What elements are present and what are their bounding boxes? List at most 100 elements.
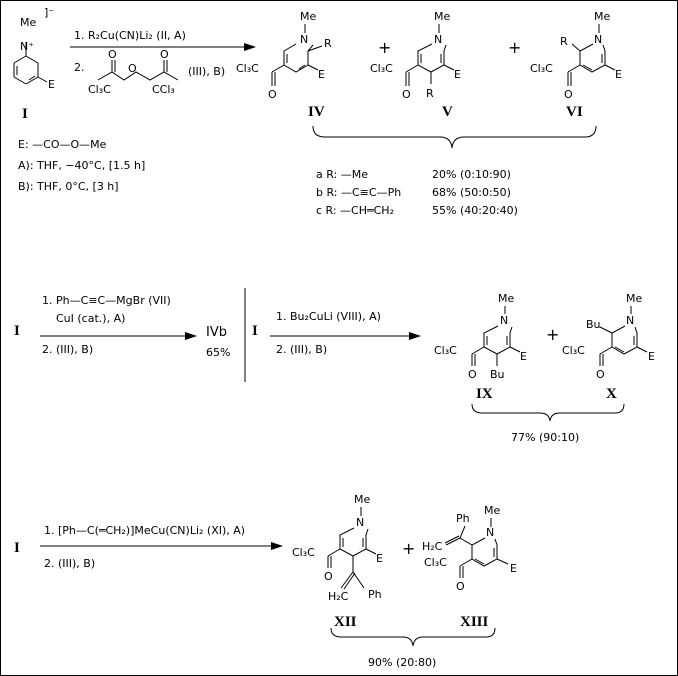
legend-e-definition: E: —CO—O—Me [18, 138, 107, 151]
legend-condition-b: B): THF, 0°C, [3 h] [18, 180, 119, 193]
carbonyl-oxygen: O [596, 368, 605, 381]
reaction2: I 1. Ph—C≡C—MgBr (VII) CuI (cat.), A) 2.… [14, 294, 230, 359]
carbonyl-oxygen: O [268, 88, 277, 101]
nitrogen-label: N [300, 33, 308, 46]
methyl-label: Me [434, 10, 450, 23]
trichloromethyl-label: Cl₃C [562, 344, 585, 357]
product-IX: Me N Bu E O Cl₃C IX [434, 292, 527, 402]
carbonyl-oxygen: O [402, 88, 411, 101]
nitrogen-label: N [486, 526, 494, 539]
reaction3-step2: 2. (III), B) [276, 343, 327, 356]
reaction3-conditions: I 1. Bu₂CuLi (VIII), A) 2. (III), B) [252, 310, 421, 356]
carbonyl-oxygen: O [456, 580, 465, 593]
substituent-r: R [324, 37, 332, 50]
result-yield: 55% (40:20:40) [432, 204, 518, 217]
reaction2-yield: 65% [206, 346, 230, 359]
reaction4-step2: 2. (III), B) [44, 557, 95, 570]
compound-label-IV: IV [308, 104, 325, 120]
compound-label-X: X [606, 386, 617, 402]
carbonyl-oxygen: O [564, 88, 573, 101]
butyl-label: Bu [490, 368, 505, 381]
product-brace [330, 627, 496, 647]
nitrogen-label: N [626, 314, 634, 327]
phenyl-label: Ph [368, 588, 382, 601]
compound-label-IX: IX [476, 386, 493, 402]
vinyl-label: H₂C [422, 540, 443, 553]
reaction1-step2-suffix: (III), B) [188, 65, 225, 78]
trichloromethyl-label: Cl₃C [434, 344, 457, 357]
methyl-label: Me [484, 504, 500, 517]
reaction1-conditions: 1. R₂Cu(CN)Li₂ (II, A) 2. O O O Cl₃C CCl… [70, 29, 256, 96]
reaction1-legend: E: —CO—O—Me A): THF, −40°C, [1.5 h] B): … [18, 138, 145, 193]
anhydride-oxygen-right: O [160, 48, 169, 61]
start-nitrogen-label: N⁺ [20, 40, 34, 53]
plus-sign: + [378, 38, 391, 57]
carbonyl-oxygen: O [324, 570, 333, 583]
trichloromethyl-label: Cl₃C [424, 556, 447, 569]
substituent-e: E [454, 68, 461, 81]
reaction4-conditions: I 1. [Ph—C(═CH₂)]MeCu(CN)Li₂ (XI), A) 2.… [14, 524, 283, 570]
product-XII: Me N E O Cl₃C H₂C Ph XII [292, 493, 383, 630]
nitrogen-label: N [434, 33, 442, 46]
compound-label-V: V [442, 104, 453, 120]
reaction3-start-I: I [252, 323, 258, 339]
product-V: Me N R E O Cl₃C V [370, 10, 461, 120]
compound-label-VI: VI [566, 104, 583, 120]
result-r: a R: —Me [316, 168, 368, 181]
reaction4-step1: 1. [Ph—C(═CH₂)]MeCu(CN)Li₂ (XI), A) [44, 524, 245, 537]
reaction2-catalyst: CuI (cat.), A) [56, 312, 125, 325]
trichloromethyl-label: Cl₃C [236, 62, 259, 75]
trichloromethyl-label: Cl₃C [292, 546, 315, 559]
butyl-label: Bu [586, 318, 601, 331]
product-VI: Me N R E O Cl₃C VI [530, 10, 622, 120]
reaction2-step1: 1. Ph—C≡C—MgBr (VII) [42, 294, 171, 307]
compound-label-XII: XII [334, 614, 357, 630]
substituent-r: R [426, 87, 434, 100]
phenyl-label: Ph [456, 512, 470, 525]
result-yield: 68% (50:0:50) [432, 186, 511, 199]
product-X: Me N Bu E O Cl₃C X [562, 292, 655, 402]
reaction4-yield: 90% (20:80) [368, 656, 436, 669]
result-yield: 20% (0:10:90) [432, 168, 511, 181]
substituent-r: R [560, 35, 568, 48]
trichloromethyl-label: Cl₃C [370, 62, 393, 75]
nitrogen-label: N [356, 516, 364, 529]
anhydride-left-group: Cl₃C [88, 83, 111, 96]
compound-label-XIII: XIII [460, 614, 489, 630]
reaction2-product: IVb [206, 325, 227, 340]
substituent-e: E [318, 68, 325, 81]
result-r: b R: —C≡C—Ph [316, 186, 401, 199]
legend-condition-a: A): THF, −40°C, [1.5 h] [18, 159, 145, 172]
product-XIII: Me N E O Cl₃C Ph H₂C XIII [422, 504, 517, 630]
trichloromethyl-label: Cl₃C [530, 62, 553, 75]
substituent-e: E [615, 68, 622, 81]
vinyl-label: H₂C [328, 590, 349, 603]
anhydride-bridge-oxygen: O [128, 62, 137, 75]
reaction2-step2: 2. (III), B) [42, 343, 93, 356]
substituent-e: E [520, 350, 527, 363]
product-IV: Me N R E O Cl₃C IV [236, 10, 332, 120]
product-brace [471, 403, 625, 422]
methyl-label: Me [354, 493, 370, 506]
substituent-e: E [648, 350, 655, 363]
product-brace [312, 125, 597, 149]
reaction1-results-table: a R: —Me 20% (0:10:90) b R: —C≡C—Ph 68% … [316, 168, 518, 217]
plus-sign: + [402, 539, 415, 558]
plus-sign: + [546, 325, 559, 344]
reaction2-start-I: I [14, 323, 20, 339]
result-r: c R: —CH═CH₂ [316, 204, 394, 217]
reaction3-step1: 1. Bu₂CuLi (VIII), A) [276, 310, 381, 323]
carbonyl-oxygen: O [468, 368, 477, 381]
substituent-e: E [376, 552, 383, 565]
methyl-label: Me [498, 292, 514, 305]
nitrogen-label: N [594, 33, 602, 46]
reaction1-step1: 1. R₂Cu(CN)Li₂ (II, A) [74, 29, 186, 42]
methyl-label: Me [594, 10, 610, 23]
plus-sign: + [508, 38, 521, 57]
start-methyl-label: Me [20, 16, 36, 29]
reaction3-yield: 77% (90:10) [511, 431, 579, 444]
nitrogen-label: N [500, 314, 508, 327]
start-counterion: ]⁻ [44, 6, 54, 19]
start-substituent-e: E [48, 78, 55, 91]
